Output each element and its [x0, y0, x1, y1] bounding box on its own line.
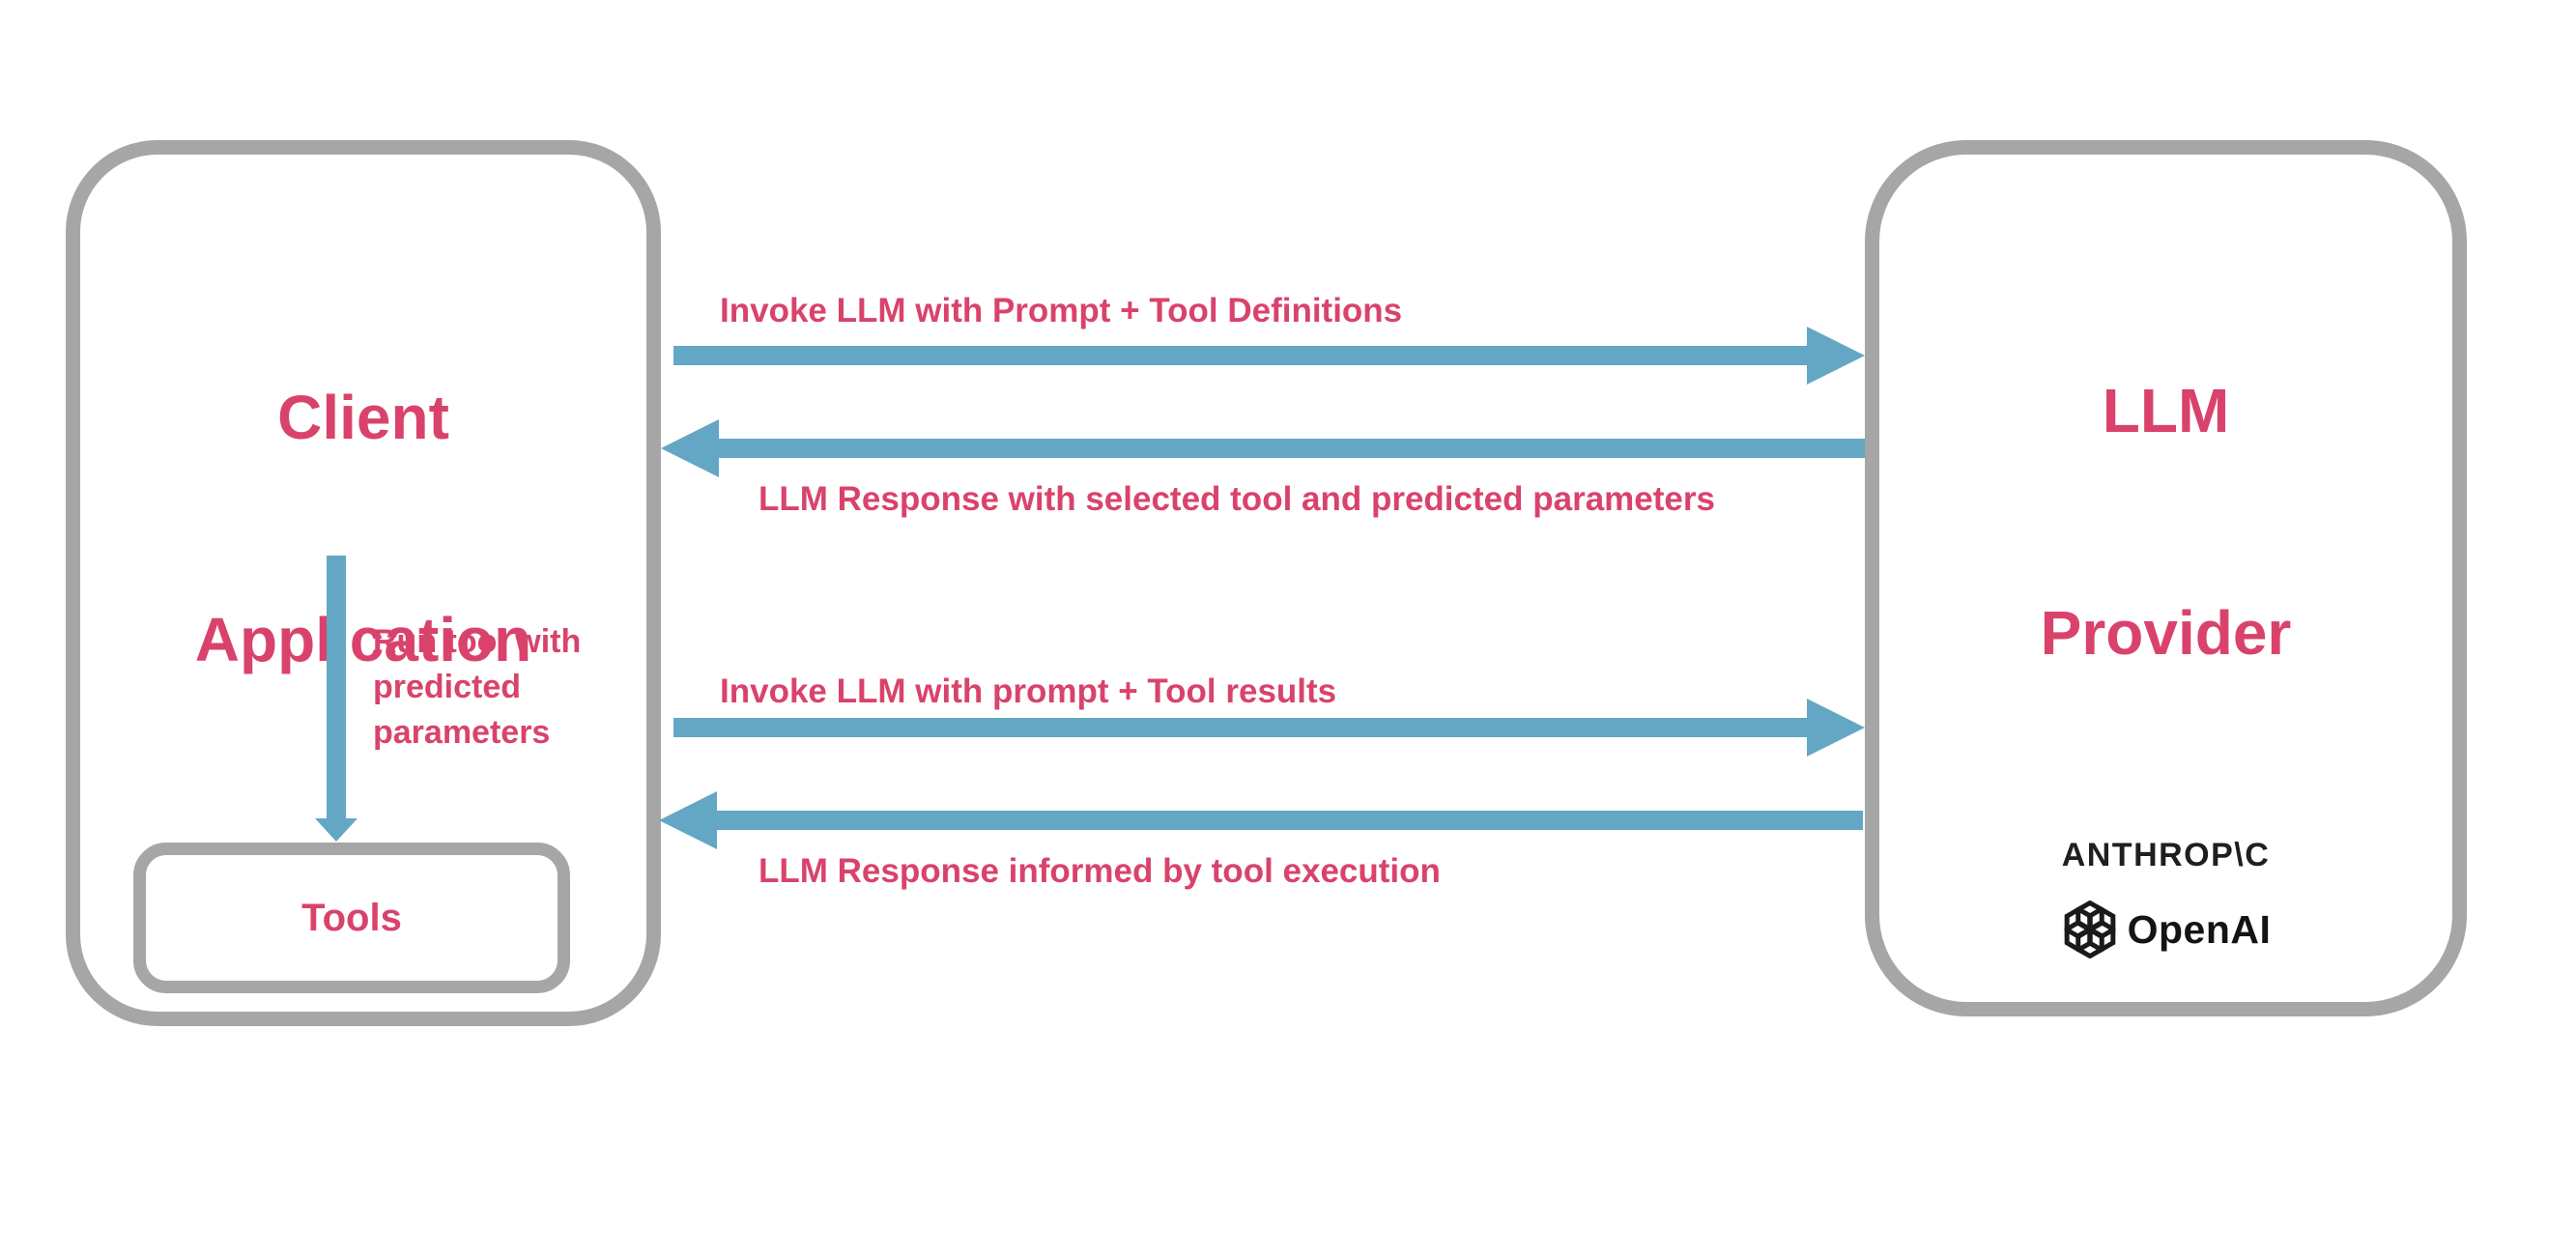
flow-arrow-invoke-results	[673, 699, 1865, 757]
openai-wordmark-text: OpenAI	[2127, 906, 2272, 952]
flow-label-response-tool-execution: LLM Response informed by tool execution	[758, 852, 1441, 890]
tools-box: Tools	[133, 843, 570, 993]
anthropic-wordmark-text: ANTHROP\C	[2061, 837, 2271, 873]
flow-arrow-response-selected-tool	[661, 419, 1867, 477]
client-application-title: Client Application	[66, 362, 661, 696]
run-tool-label-line1: Run tool with	[373, 623, 582, 660]
client-title-line2: Application	[194, 605, 532, 674]
openai-knot-icon	[2064, 901, 2115, 958]
flow-label-invoke-definitions: Invoke LLM with Prompt + Tool Definition…	[720, 292, 1403, 329]
openai-logo: OpenAI	[1865, 901, 2467, 958]
flow-arrow-4-arrowhead-icon	[659, 791, 717, 849]
run-tool-label: Run tool with predicted parameters	[373, 619, 581, 756]
llm-provider-title: LLM Provider	[1865, 356, 2467, 689]
provider-title-line1: LLM	[2102, 376, 2230, 445]
llm-provider-box	[1865, 140, 2467, 1016]
flow-arrow-3-arrowhead-icon	[1807, 699, 1865, 757]
run-tool-arrow	[315, 556, 358, 842]
flow-arrow-2-arrowhead-icon	[661, 419, 719, 477]
tools-label: Tools	[301, 896, 402, 939]
flow-arrow-1-arrowhead-icon	[1807, 327, 1865, 385]
flow-arrow-2-shaft	[717, 439, 1865, 458]
flow-arrow-invoke-definitions	[673, 327, 1865, 385]
provider-title-line2: Provider	[2040, 598, 2292, 668]
run-tool-arrow-shaft	[327, 556, 346, 818]
client-title-line1: Client	[277, 383, 449, 452]
flow-arrow-4-shaft	[715, 811, 1863, 830]
flow-label-response-selected-tool: LLM Response with selected tool and pred…	[758, 480, 1715, 518]
run-tool-arrowhead-icon	[315, 818, 358, 842]
anthropic-logo: ANTHROP\C	[1865, 837, 2467, 874]
flow-arrow-3-shaft	[673, 718, 1809, 737]
flow-arrow-1-shaft	[673, 346, 1809, 365]
run-tool-label-line2: predicted	[373, 669, 522, 705]
flow-arrow-response-tool-execution	[659, 791, 1865, 849]
flow-label-invoke-results: Invoke LLM with prompt + Tool results	[720, 672, 1337, 710]
run-tool-label-line3: parameters	[373, 714, 551, 751]
